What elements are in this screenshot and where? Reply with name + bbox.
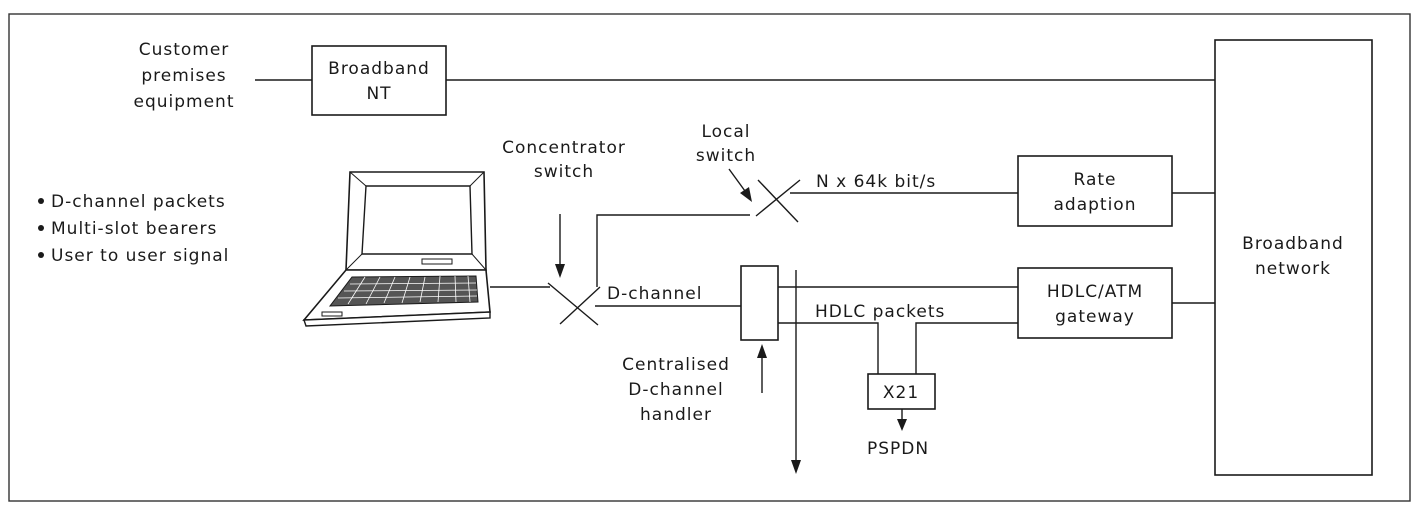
concentrator-switch-stroke-a bbox=[548, 283, 598, 325]
handler-pointer-arrow-icon bbox=[757, 344, 767, 358]
bullet-dot-2 bbox=[38, 225, 44, 231]
cpe-label-line-3: equipment bbox=[134, 92, 235, 112]
rate-label: N x 64k bit/s bbox=[816, 172, 936, 192]
cpe-label-line-2: premises bbox=[141, 66, 226, 86]
bullet-dot-1 bbox=[38, 198, 44, 204]
laptop-icon bbox=[304, 172, 490, 326]
rate-adaption-label-line-1: Rate bbox=[1074, 170, 1117, 190]
d-channel-label: D-channel bbox=[607, 284, 703, 304]
broadband-nt-box bbox=[312, 46, 446, 115]
local-switch-label-line-1: Local bbox=[701, 122, 750, 142]
broadband-network-label-line-1: Broadband bbox=[1242, 234, 1344, 254]
hdlc-atm-gateway-box bbox=[1018, 268, 1172, 338]
broadband-nt-label-line-1: Broadband bbox=[328, 59, 430, 79]
x21-label: X21 bbox=[883, 383, 919, 403]
concentrator-switch-stroke-b bbox=[560, 287, 600, 324]
handler-label-line-1: Centralised bbox=[622, 355, 730, 375]
hdlc-packets-label: HDLC packets bbox=[815, 302, 945, 322]
pspdn-label: PSPDN bbox=[867, 439, 929, 459]
local-pointer-line bbox=[729, 169, 745, 191]
bullet-item-2: Multi-slot bearers bbox=[51, 219, 217, 239]
concentrator-pointer-arrow-icon bbox=[555, 264, 565, 278]
concentrator-switch-label-line-1: Concentrator bbox=[502, 138, 626, 158]
pspdn-arrow-icon bbox=[897, 419, 907, 431]
down-arrow-icon bbox=[791, 460, 801, 474]
local-pointer-arrow-icon bbox=[740, 187, 752, 202]
rate-adaption-label-line-2: adaption bbox=[1054, 195, 1137, 215]
x21-to-gateway-line bbox=[916, 323, 1018, 374]
handler-label-line-3: handler bbox=[640, 405, 712, 425]
bullet-item-3: User to user signal bbox=[51, 246, 229, 266]
bullet-item-1: D-channel packets bbox=[51, 192, 226, 212]
local-switch-label-line-2: switch bbox=[696, 146, 756, 166]
cpe-label-line-1: Customer bbox=[139, 40, 230, 60]
bullet-dot-3 bbox=[38, 252, 44, 258]
hdlc-gateway-label-line-1: HDLC/ATM bbox=[1047, 282, 1143, 302]
handler-label-line-2: D-channel bbox=[628, 380, 724, 400]
hdlc-gateway-label-line-2: gateway bbox=[1055, 307, 1135, 327]
rate-adaption-box bbox=[1018, 156, 1172, 226]
broadband-nt-label-line-2: NT bbox=[366, 84, 391, 104]
handler-to-x21-line bbox=[778, 323, 878, 374]
broadband-network-label-line-2: network bbox=[1255, 259, 1331, 279]
concentrator-switch-label-line-2: switch bbox=[534, 162, 594, 182]
d-channel-handler-box bbox=[741, 266, 778, 340]
concentrator-to-local-line bbox=[597, 215, 750, 287]
broadband-network-box bbox=[1215, 40, 1372, 475]
